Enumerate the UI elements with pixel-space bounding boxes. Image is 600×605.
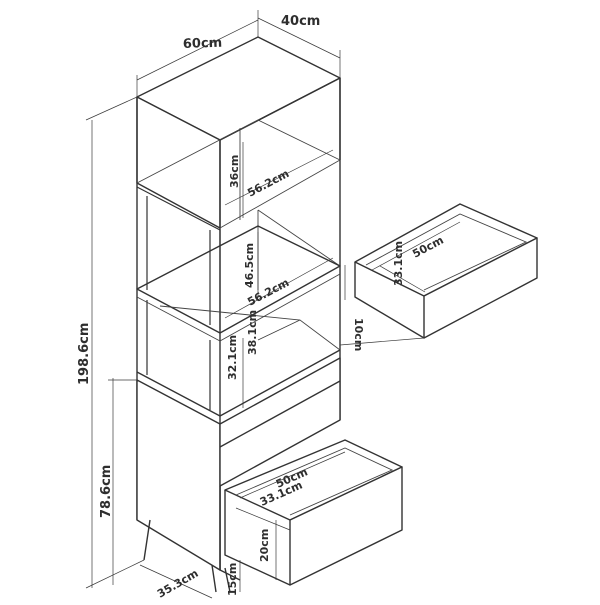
dim-cabinet-depth [139,564,213,599]
label-top-shelf-height: 36cm [228,155,241,188]
dim-side-drawer-d [379,265,426,293]
bottom-drawer-side [224,490,291,586]
side-drawer-side [354,262,425,339]
cabinet-body [136,36,341,593]
dim-bottom-drawer-d [235,507,291,531]
label-base-height: 78.6cm [99,465,114,518]
label-total-height: 198.6cm [77,323,92,385]
upper-drawer-front [219,357,341,487]
label-bottom-drawer-height: 20cm [258,529,271,562]
dim-total-height-top [85,96,138,121]
bottom-drawer-front [289,466,403,586]
label-top-shelf-width: 56.2cm [245,167,291,200]
side-drawer-inner [365,213,528,291]
dimension-lines [85,10,461,599]
label-low-shelf-height: 32.1cm [226,335,239,380]
shelf-3 [136,349,341,417]
leg-back-left [143,519,151,561]
label-side-drawer-depth: 33.1cm [392,241,405,286]
label-side-drawer-height: 10cm [352,318,365,351]
dim-top-shelf-w [224,149,334,206]
label-depth: 40cm [281,14,320,29]
shelf-1-back [136,119,341,184]
dim-width-line [136,19,259,81]
bottom-drawer [224,439,403,586]
bottom-drawer-inner [235,447,394,516]
leg-front-right [224,567,231,593]
dim-depth-line [257,17,341,59]
dim-low-shelf-d [257,319,301,341]
shelf-2-thick-r [219,273,341,342]
side-drawer-front [423,237,538,339]
label-cabinet-depth: 35.3cm [155,567,201,600]
shelf-1-edge [219,159,341,229]
dim-side-drawer-w [371,221,461,271]
dim-total-height-bottom [85,559,145,589]
leg-front-left [211,564,217,593]
label-leg-height: 15cm [226,563,239,596]
drawer-split [219,380,341,448]
mid-frame-front [136,186,221,330]
dim-mid-shelf-w [224,257,334,319]
label-mid-shelf-height: 46.5cm [243,243,256,288]
side-drawer [354,203,538,339]
cabinet-front-bottom [219,486,241,581]
dim-side-drawer-link [339,337,425,346]
shelf-2-thick [136,296,221,342]
label-width: 60cm [183,36,223,52]
dim-bottom-drawer-w [239,451,346,499]
shelf-2 [136,225,341,334]
cabinet-side [136,379,221,571]
label-low-shelf-depth: 38.1cm [246,310,259,355]
mid-frame-diag [257,209,341,267]
